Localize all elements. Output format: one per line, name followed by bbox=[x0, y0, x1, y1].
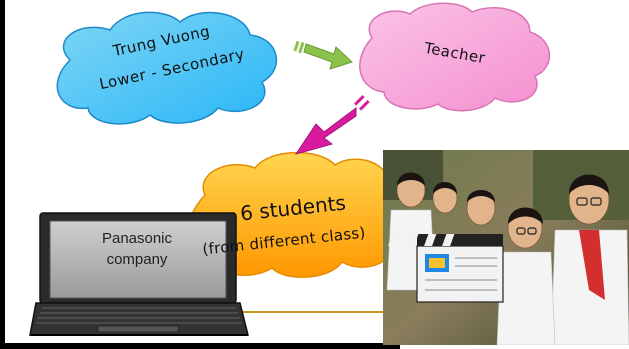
laptop-line2: company bbox=[106, 251, 168, 268]
magenta-arrow bbox=[294, 95, 370, 155]
left-frame-border bbox=[0, 0, 5, 349]
school-cloud bbox=[56, 11, 278, 125]
laptop bbox=[29, 212, 249, 336]
teacher-cloud bbox=[359, 2, 551, 112]
laptop-line1: Panasonic bbox=[101, 230, 173, 247]
bottom-frame-border bbox=[0, 343, 400, 349]
laptop-screen-label: Panasonic company bbox=[72, 228, 202, 270]
clapperboard bbox=[388, 234, 504, 303]
green-arrow bbox=[293, 40, 353, 70]
students-photo bbox=[383, 150, 629, 345]
